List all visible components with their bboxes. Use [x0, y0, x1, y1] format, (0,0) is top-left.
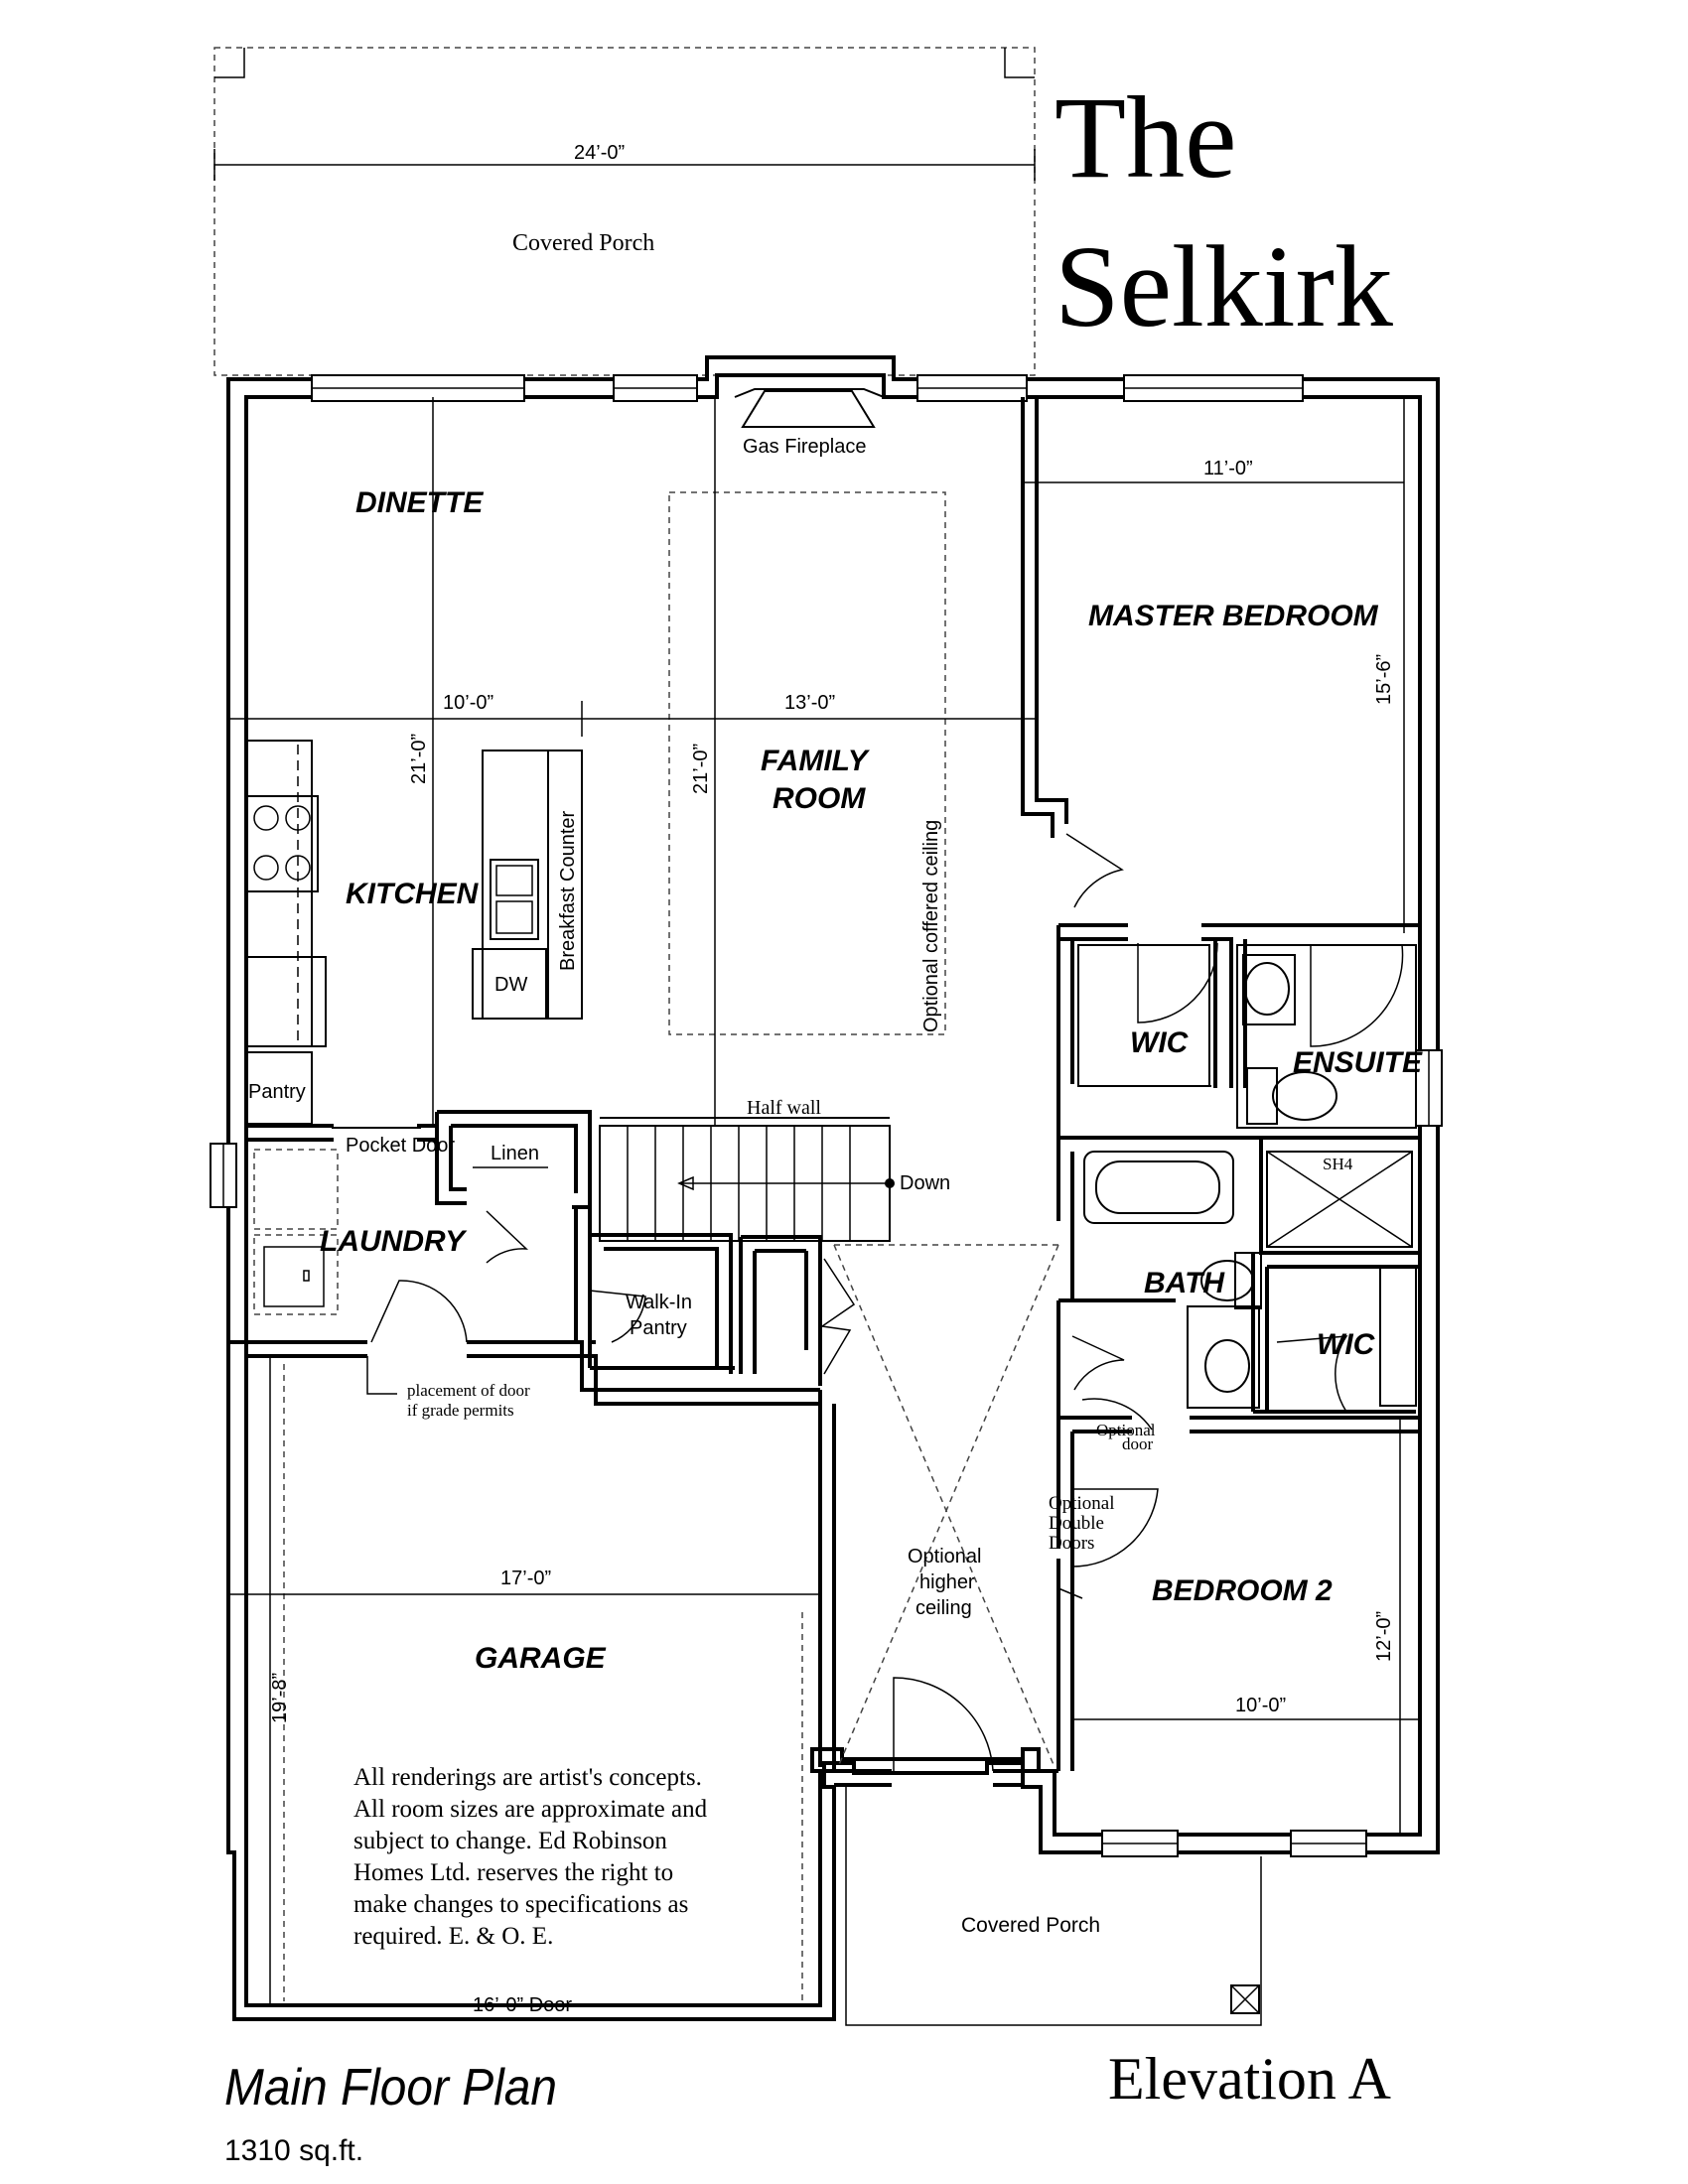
dimension-lines: 11’-0” 15’-6” 10’-0” 13’-0” 21’-0” 21’-0…: [228, 397, 1420, 2005]
disclaimer: All renderings are artist's concepts. Al…: [353, 1764, 708, 1950]
disclaimer-line-6: required. E. & O. E.: [353, 1923, 553, 1950]
pantry-label: Pantry: [248, 1081, 306, 1103]
plan-area: 1310 sq.ft.: [224, 2134, 363, 2167]
porch-width-dim: 24’-0”: [574, 142, 625, 164]
gas-fireplace: Gas Fireplace: [734, 388, 885, 458]
dishwasher-label: DW: [494, 974, 527, 996]
half-wall-label: Half wall: [747, 1097, 821, 1119]
optional-double-1: Optional: [1049, 1493, 1115, 1514]
garage-door-label: 16’-0” Door: [473, 1994, 572, 2016]
shower-label: SH4: [1323, 1155, 1353, 1173]
pocket-door-label: Pocket Door: [346, 1135, 455, 1157]
garage-depth-dim: 19’-8”: [269, 1673, 291, 1723]
covered-porch-bottom-label: Covered Porch: [961, 1914, 1100, 1937]
family-depth-dim: 21’-0”: [690, 744, 712, 794]
optional-higher-ceiling: Optional higher ceiling: [833, 1244, 1059, 1768]
title-line-2: Selkirk: [1055, 221, 1393, 351]
optional-door-1: Optional: [1096, 1421, 1156, 1439]
disclaimer-line-1: All renderings are artist's concepts.: [353, 1764, 702, 1791]
notes: Walk-In Pantry Optional door Optional Do…: [626, 1292, 1156, 1554]
disclaimer-line-4: Homes Ltd. reserves the right to: [353, 1859, 673, 1886]
room-wic-master: WIC: [1130, 1026, 1190, 1059]
bed2-width-dim: 10’-0”: [1235, 1695, 1286, 1716]
optional-door-2: door: [1122, 1434, 1154, 1453]
room-bedroom-2: BEDROOM 2: [1152, 1574, 1333, 1607]
disclaimer-line-3: subject to change. Ed Robinson: [353, 1828, 667, 1854]
exterior-walls: [226, 355, 1440, 2021]
room-garage: GARAGE: [475, 1642, 607, 1675]
room-bath: BATH: [1144, 1267, 1225, 1299]
elevation-label: Elevation A: [1108, 2046, 1391, 2112]
stairs-down-label: Down: [900, 1172, 950, 1194]
linen-label: Linen: [491, 1143, 539, 1164]
bathroom-fixtures: [1200, 954, 1337, 1393]
disclaimer-line-2: All room sizes are approximate and: [353, 1796, 708, 1823]
garage-details: 16’-0” Door placement of door if grade p…: [283, 1356, 803, 2016]
room-ensuite: ENSUITE: [1293, 1046, 1423, 1079]
door-placement-1: placement of door: [407, 1381, 530, 1400]
room-family-1: FAMILY: [761, 745, 871, 777]
family-room-ceiling: Optional coffered ceiling: [668, 491, 946, 1035]
covered-porch-top-label: Covered Porch: [512, 230, 654, 256]
walk-in-pantry-1: Walk-In: [626, 1292, 692, 1313]
walk-in-pantry-2: Pantry: [630, 1317, 687, 1339]
bed2-depth-dim: 12’-0”: [1373, 1611, 1395, 1662]
covered-porch-bottom: Covered Porch: [845, 1787, 1262, 2026]
room-kitchen: KITCHEN: [346, 878, 480, 910]
plan-name: Main Floor Plan: [224, 2058, 557, 2116]
kitchen-depth-dim: 21’-0”: [408, 734, 430, 784]
family-width-dim: 13’-0”: [784, 692, 835, 714]
room-wic-bed2: WIC: [1317, 1328, 1376, 1361]
title-line-1: The: [1055, 72, 1236, 203]
optional-double-2: Double: [1049, 1513, 1104, 1534]
door-placement-2: if grade permits: [407, 1401, 514, 1420]
dinette-kitchen-width-dim: 10’-0”: [443, 692, 493, 714]
room-family-2: ROOM: [773, 782, 866, 815]
room-laundry: LAUNDRY: [320, 1225, 468, 1258]
gas-fireplace-label: Gas Fireplace: [743, 436, 867, 458]
optional-higher-1: Optional: [908, 1546, 982, 1568]
optional-higher-3: ceiling: [915, 1597, 972, 1619]
room-dinette: DINETTE: [355, 486, 484, 519]
room-master-bedroom: MASTER BEDROOM: [1088, 600, 1379, 632]
interior-walls: SH4: [246, 397, 1420, 1787]
garage-width-dim: 17’-0”: [500, 1568, 551, 1589]
kitchen-fixtures: Pantry DW Breakfast Counter: [245, 740, 583, 1125]
master-width-dim: 11’-0”: [1203, 458, 1253, 479]
room-labels: DINETTE MASTER BEDROOM FAMILY ROOM KITCH…: [320, 486, 1423, 1675]
door-swings: [370, 833, 1404, 1772]
covered-porch-top: 24’-0” Covered Porch: [213, 47, 1036, 376]
windows: [210, 374, 1443, 1857]
stairs: Half wall Down: [599, 1097, 950, 1242]
laundry-fixtures: Pocket Door Linen: [253, 1127, 548, 1315]
optional-coffered-label: Optional coffered ceiling: [920, 820, 942, 1032]
breakfast-counter-label: Breakfast Counter: [557, 810, 579, 971]
disclaimer-line-5: make changes to specifications as: [353, 1891, 688, 1918]
master-depth-dim: 15’-6”: [1373, 654, 1395, 705]
optional-double-3: Doors: [1049, 1533, 1094, 1554]
optional-higher-2: higher: [919, 1571, 975, 1593]
